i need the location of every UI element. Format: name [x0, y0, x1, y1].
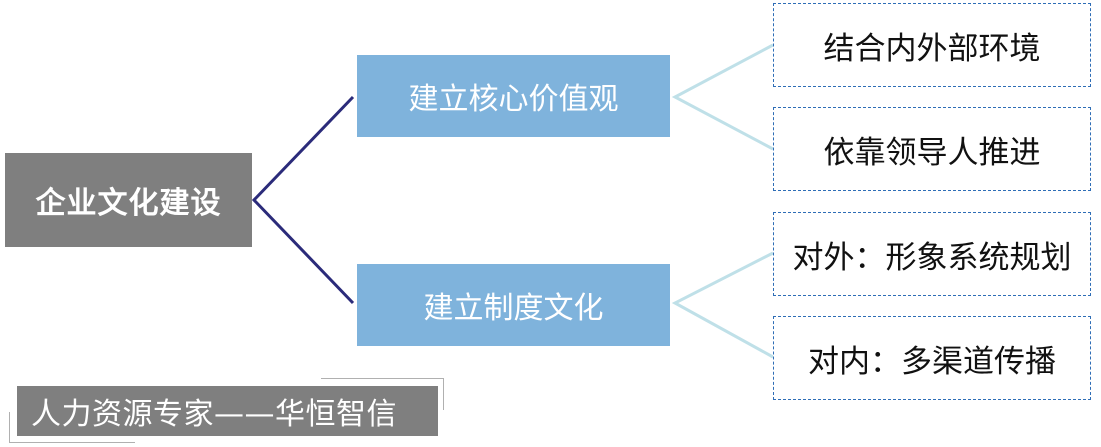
leaf-node-label: 对内：多渠道传播 — [808, 343, 1056, 380]
leaf-node-internal-communication: 对内：多渠道传播 — [773, 316, 1091, 400]
brand-frame-bottom — [9, 412, 135, 443]
branch-node-label: 建立核心价值观 — [408, 82, 619, 117]
branch-1-to-leaves-connector — [671, 43, 774, 151]
leaf-node-label: 结合内外部环境 — [823, 30, 1041, 67]
brand-frame-top — [321, 378, 444, 410]
leaf-node-label: 依靠领导人推进 — [823, 134, 1041, 171]
branch-node-label: 建立制度文化 — [423, 291, 604, 326]
root-to-branch-connector — [251, 95, 355, 305]
root-node: 企业文化建设 — [5, 153, 252, 247]
leaf-node-leadership: 依靠领导人推进 — [773, 107, 1091, 191]
branch-node-core-values: 建立核心价值观 — [357, 55, 670, 137]
branch-node-institutional-culture: 建立制度文化 — [357, 264, 670, 346]
leaf-node-label: 对外：形象系统规划 — [792, 239, 1072, 276]
root-node-label: 企业文化建设 — [35, 186, 222, 221]
branch-2-to-leaves-connector — [671, 251, 774, 359]
brand-label-box: 人力资源专家——华恒智信 — [17, 386, 438, 436]
brand-label: 人力资源专家——华恒智信 — [31, 397, 397, 432]
leaf-node-environment: 结合内外部环境 — [773, 3, 1091, 87]
leaf-node-external-image: 对外：形象系统规划 — [773, 212, 1091, 296]
